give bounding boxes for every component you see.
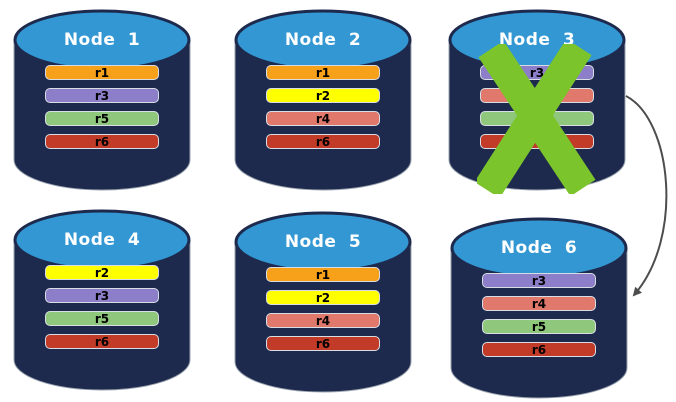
replica-bar: r2	[266, 88, 380, 103]
node-2: Node 2 r1 r2 r4 r6	[233, 8, 413, 192]
replica-bar: r5	[482, 319, 596, 334]
node-title: Node 4	[63, 230, 141, 250]
replica-bar: r4	[266, 313, 380, 328]
node-4: Node 4 r2 r3 r5 r6	[12, 208, 192, 392]
replica-list: r1 r2 r4 r6	[233, 8, 413, 192]
replica-bar: r6	[266, 134, 380, 149]
replica-bar: r1	[45, 65, 159, 80]
replica-list: r2 r3 r5 r6	[12, 208, 192, 392]
node-3: Node 3 r3 r4 r5 r6	[447, 8, 627, 194]
replica-bar: r5	[480, 111, 594, 126]
replica-bar: r4	[266, 111, 380, 126]
replica-bar: r4	[482, 296, 596, 311]
replica-bar: r6	[482, 342, 596, 357]
replica-bar: r4	[480, 88, 594, 103]
replica-list: r1 r3 r5 r6	[12, 8, 192, 192]
node-title: Node 2	[284, 30, 362, 50]
replica-bar: r3	[45, 88, 159, 103]
node-title: Node 1	[63, 30, 141, 50]
replica-bar: r2	[266, 290, 380, 305]
node-title: Node 5	[284, 232, 362, 252]
replica-list: r3 r4 r5 r6	[447, 8, 627, 192]
replica-bar: r6	[480, 134, 594, 149]
replica-bar: r3	[480, 65, 594, 80]
node-6: Node 6 r3 r4 r5 r6	[449, 216, 629, 400]
replica-bar: r6	[45, 134, 159, 149]
replica-bar: r3	[482, 273, 596, 288]
node-title: Node 6	[500, 238, 578, 258]
replica-bar: r1	[266, 267, 380, 282]
replica-list: r3 r4 r5 r6	[449, 216, 629, 400]
replica-bar: r6	[45, 334, 159, 349]
replica-list: r1 r2 r4 r6	[233, 210, 413, 394]
replica-bar: r6	[266, 336, 380, 351]
replica-bar: r1	[266, 65, 380, 80]
node-5: Node 5 r1 r2 r4 r6	[233, 210, 413, 394]
replica-bar: r2	[45, 265, 159, 280]
node-1: Node 1 r1 r3 r5 r6	[12, 8, 192, 192]
replica-bar: r5	[45, 311, 159, 326]
replica-bar: r5	[45, 111, 159, 126]
replica-bar: r3	[45, 288, 159, 303]
